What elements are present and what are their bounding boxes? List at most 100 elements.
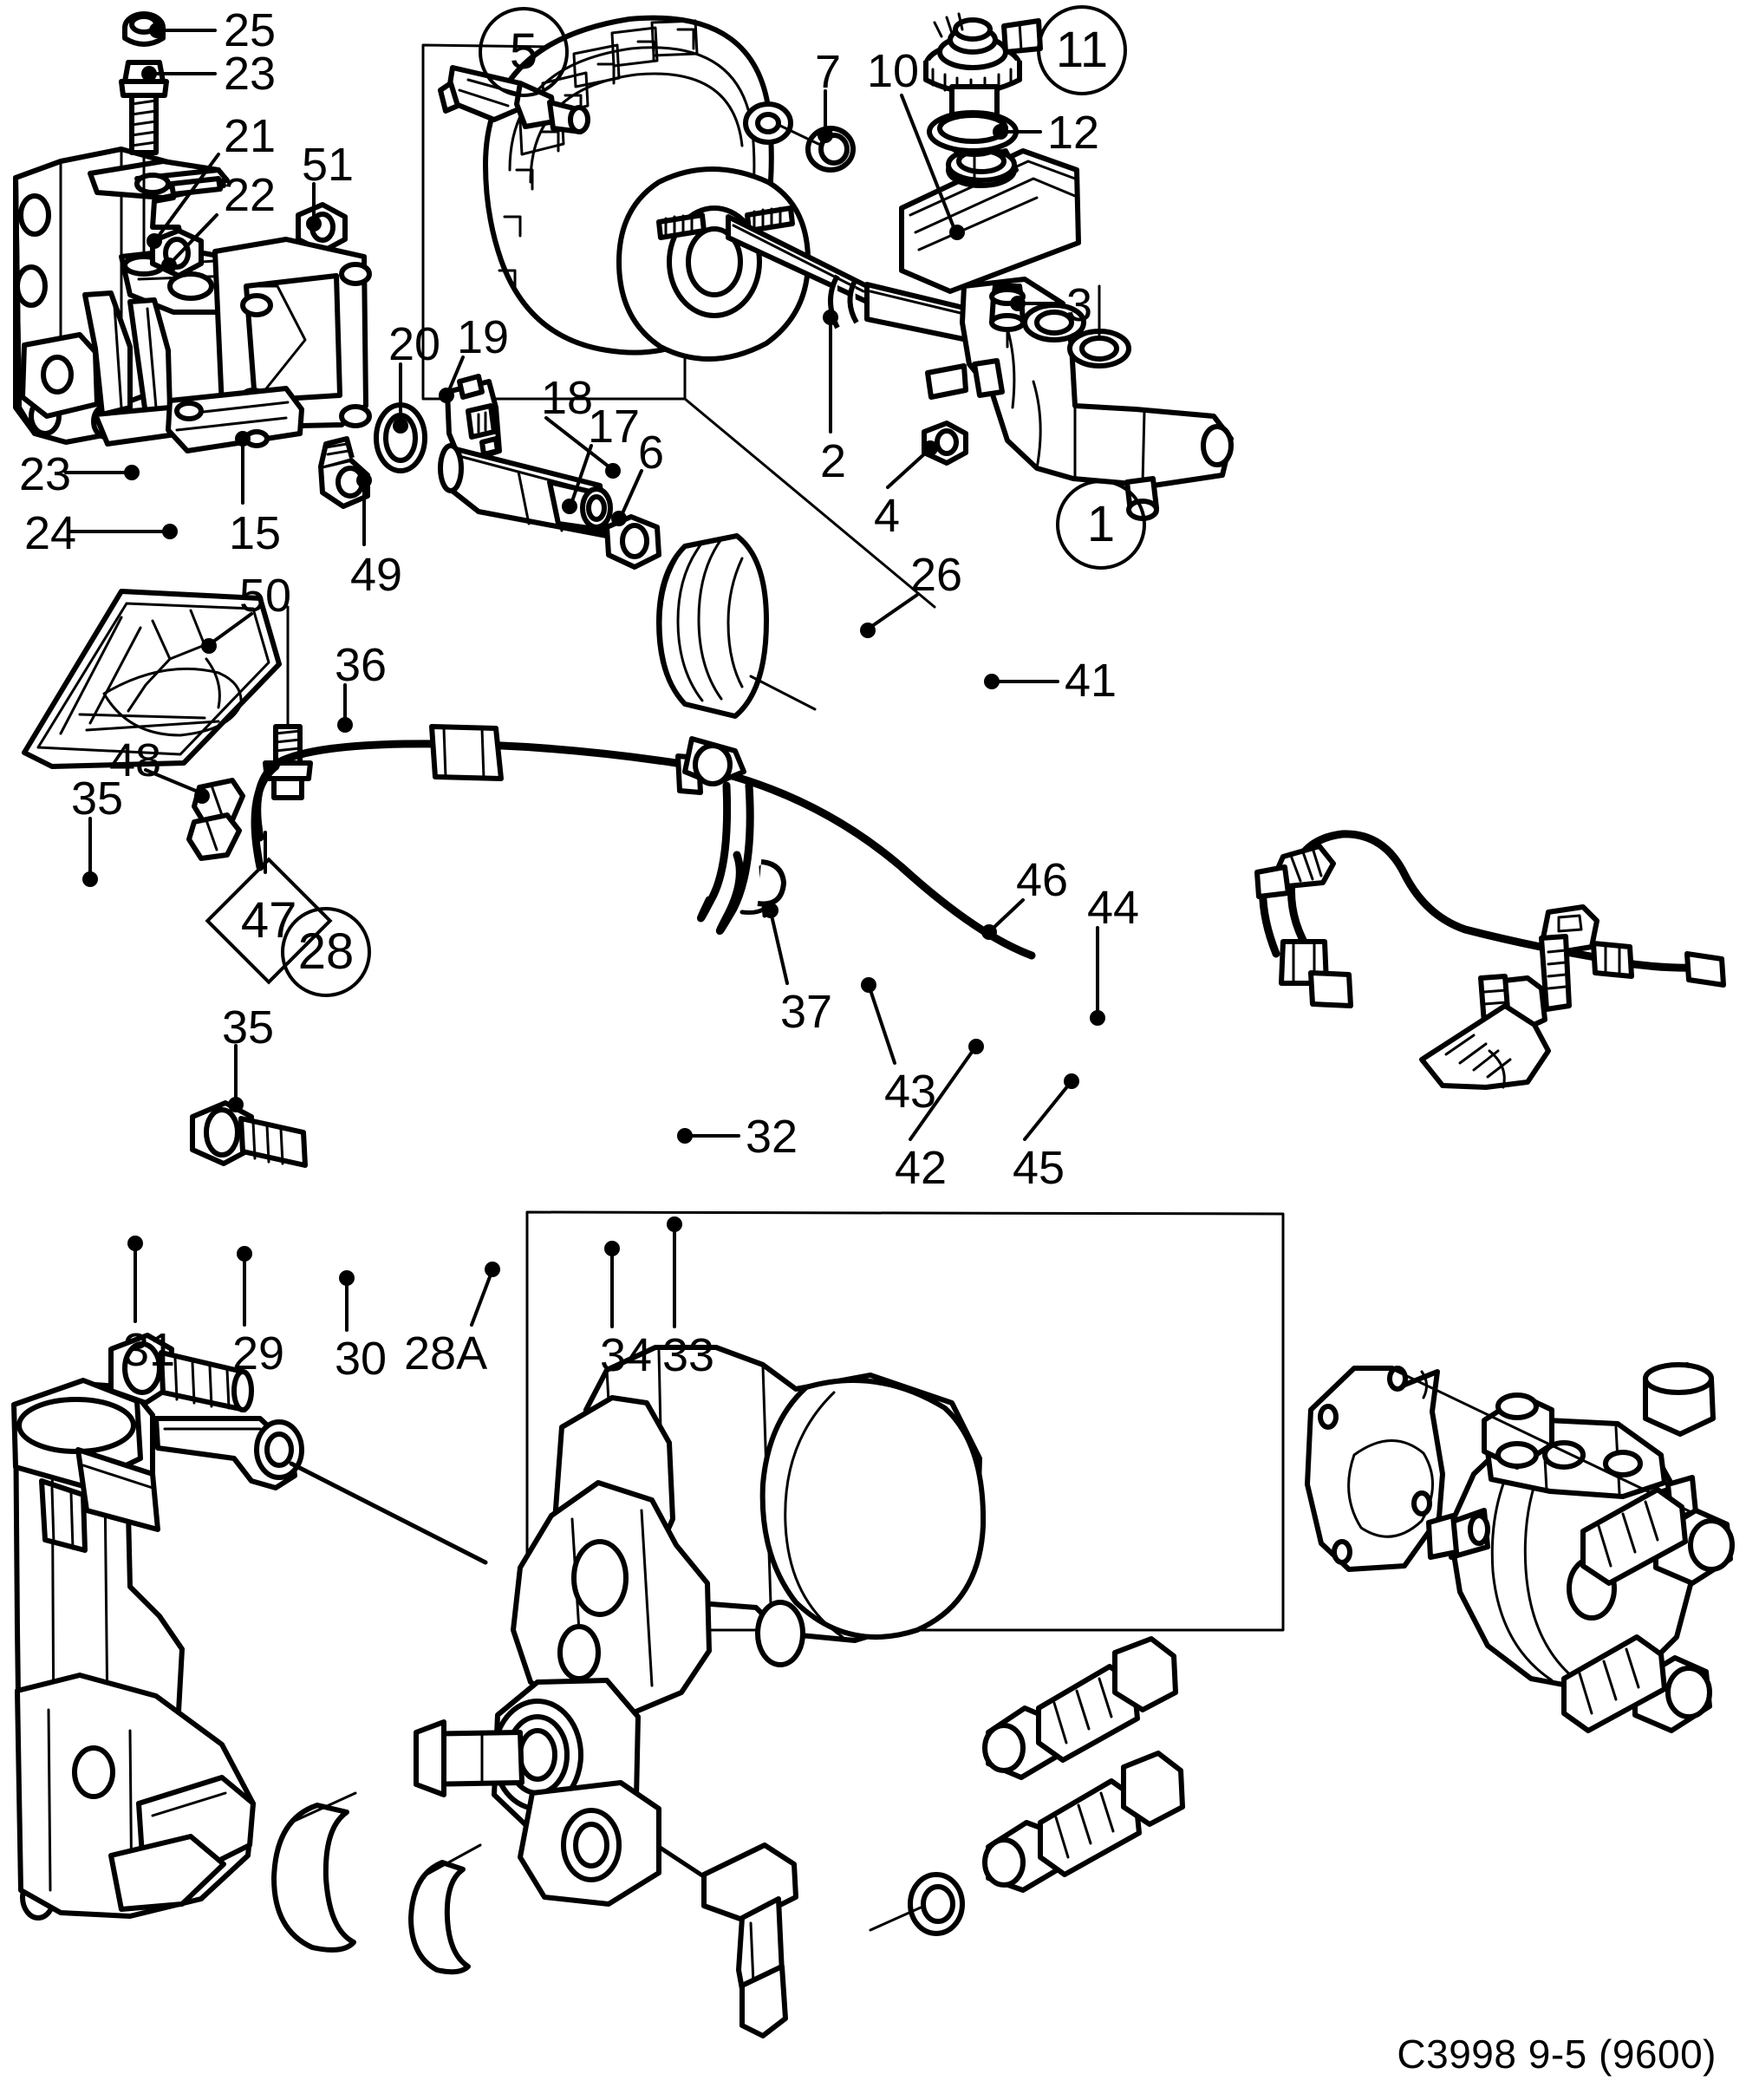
callout-50: 50 <box>239 570 292 622</box>
leader-line-22 <box>172 213 218 262</box>
leader-dot-44 <box>1090 1010 1105 1026</box>
leader-dot-25 <box>149 23 165 38</box>
leader-line-45 <box>1023 1084 1070 1141</box>
callout-21: 21 <box>224 110 277 162</box>
leader-dot-36 <box>337 717 353 733</box>
bolt-32 <box>982 1636 1178 1780</box>
leader-dot-28a <box>485 1262 500 1277</box>
bolt-45 <box>1561 1634 1712 1733</box>
callout-number: 1 <box>1086 496 1116 552</box>
leader-dot-31 <box>127 1236 143 1251</box>
plug-25 <box>122 11 166 47</box>
callout-22: 22 <box>224 169 277 221</box>
bolt-49 <box>318 436 370 509</box>
bolt-35-lower <box>190 1100 308 1168</box>
leader-line-17 <box>570 444 593 503</box>
callout-33: 33 <box>662 1329 715 1381</box>
callout-2: 2 <box>820 435 847 487</box>
leader-dot-29 <box>237 1246 252 1262</box>
leader-dot-7 <box>818 127 833 143</box>
callout-6: 6 <box>638 427 665 479</box>
gasket-43 <box>1305 1366 1445 1572</box>
leader-line-28a <box>470 1273 492 1327</box>
callout-49: 49 <box>350 549 403 601</box>
washer-30 <box>408 1843 482 1975</box>
vacuum-line-26 <box>1254 830 1726 1008</box>
leader-line-48 <box>144 768 199 793</box>
leader-line-18 <box>544 416 610 468</box>
callout-20: 20 <box>388 318 441 370</box>
callout-4: 4 <box>874 490 901 542</box>
leader-dot-6 <box>611 511 627 526</box>
callout-23: 23 <box>19 448 72 500</box>
leader-dot-10 <box>949 225 965 240</box>
leader-dot-3 <box>1010 296 1026 311</box>
leader-dot-41 <box>984 674 1000 689</box>
leader-dot-23 <box>124 465 140 480</box>
support-bracket-15 <box>166 237 372 453</box>
boot-6 <box>656 533 817 719</box>
leader-line-42 <box>909 1049 974 1141</box>
washer-34 <box>869 1872 965 1936</box>
callout-35: 35 <box>71 773 124 825</box>
nut-17 <box>604 514 661 570</box>
callout-25: 25 <box>224 4 277 56</box>
callout-12: 12 <box>1047 107 1100 159</box>
callout-23: 23 <box>224 48 277 100</box>
callout-11: 11 <box>1037 5 1127 95</box>
callout-37: 37 <box>780 986 833 1038</box>
leader-dot-19 <box>439 388 454 403</box>
leader-lines <box>64 23 1105 1332</box>
callout-24: 24 <box>24 507 77 559</box>
leader-dot-22 <box>161 258 177 273</box>
leader-line-10 <box>900 94 955 229</box>
callout-42: 42 <box>895 1142 948 1194</box>
callout-45: 45 <box>1013 1142 1065 1194</box>
leader-dot-24 <box>162 524 178 539</box>
brake-fluid-reservoir-11 <box>899 147 1081 349</box>
cable-tie-41 <box>1419 904 1599 1090</box>
leader-line-21 <box>157 153 220 238</box>
callout-5: 5 <box>479 7 569 97</box>
leader-dot-49 <box>356 473 372 488</box>
callout-34: 34 <box>600 1329 653 1381</box>
leader-dot-21 <box>147 233 162 249</box>
callout-3: 3 <box>1066 279 1093 331</box>
leader-dot-50 <box>201 638 217 654</box>
leader-dot-2 <box>823 310 838 325</box>
callout-26: 26 <box>910 549 963 601</box>
leader-line-37 <box>770 914 789 985</box>
leader-line-43 <box>869 988 896 1065</box>
bolt-35-upper <box>108 1333 254 1412</box>
leader-dot-51 <box>306 216 322 232</box>
leader-dot-46 <box>981 924 997 940</box>
callout-number: 28 <box>297 923 355 980</box>
mounting-bracket-31 <box>11 1378 488 1921</box>
repair-kit-bag-50 <box>22 589 282 769</box>
plug-28a <box>701 1842 798 2038</box>
callout-28a: 28A <box>404 1327 488 1379</box>
callout-number: 5 <box>509 23 538 80</box>
callout-18: 18 <box>541 372 594 424</box>
seal-ring-12 <box>927 110 1019 153</box>
leader-dot-35 <box>228 1097 244 1112</box>
callout-10: 10 <box>867 45 920 97</box>
brake-servo-5 <box>421 15 936 609</box>
leader-line-50 <box>212 612 253 643</box>
leader-dot-33 <box>667 1216 682 1232</box>
callout-29: 29 <box>232 1327 285 1379</box>
leader-line-26 <box>870 593 919 628</box>
leader-dot-30 <box>339 1270 355 1286</box>
callout-number: 11 <box>1055 22 1109 78</box>
leader-dot-35 <box>82 871 98 887</box>
callout-36: 36 <box>335 639 388 691</box>
callout-28: 28 <box>281 907 371 997</box>
vacuum-hose-36 <box>251 724 1036 960</box>
leader-line-6 <box>621 469 643 515</box>
callout-51: 51 <box>302 139 355 191</box>
leader-dot-20 <box>393 418 408 434</box>
bolt-33 <box>982 1751 1185 1893</box>
leader-dot-4 <box>922 440 938 456</box>
